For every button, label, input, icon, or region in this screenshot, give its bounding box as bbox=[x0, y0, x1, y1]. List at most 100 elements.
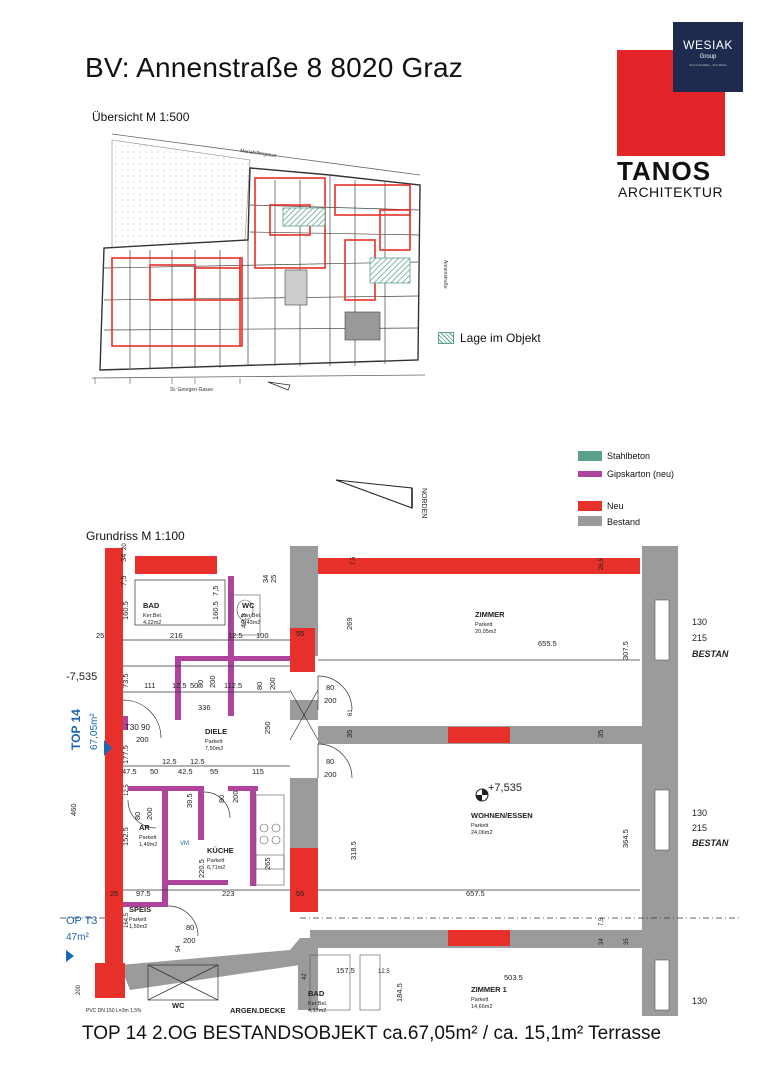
room-area-ar: 1,49m2 bbox=[139, 842, 157, 848]
overview-stairwell bbox=[284, 269, 308, 306]
dim-200-b: 200 bbox=[268, 677, 277, 690]
bestand-wall-bottom-post bbox=[298, 948, 312, 1010]
top14-label: TOP 14 bbox=[69, 709, 83, 750]
neu-wall-left bbox=[105, 548, 123, 963]
floorplan-scale-label: Grundriss M 1:100 bbox=[86, 529, 185, 543]
overview-compass-icon bbox=[267, 381, 291, 391]
dim-80-a: 80 bbox=[196, 680, 205, 688]
top13-area: 47m² bbox=[66, 932, 89, 943]
kitchen-fixtures bbox=[229, 594, 381, 1011]
room-floor-kueche: Parkett bbox=[207, 858, 225, 864]
dim-26-5: 26,5 bbox=[599, 558, 605, 570]
footer-summary: TOP 14 2.OG BESTANDSOBJEKT ca.67,05m² / … bbox=[82, 1023, 662, 1044]
top13-arrow-icon bbox=[66, 950, 74, 962]
bestand-label-2: BESTAN bbox=[692, 838, 729, 848]
overview-courtyard bbox=[111, 139, 251, 251]
dim-111: 111 bbox=[144, 681, 155, 690]
dim-130-b: 130 bbox=[692, 808, 707, 818]
dim-80-e: 80 bbox=[217, 795, 226, 803]
overview-building-outline bbox=[99, 167, 421, 371]
dim-164-5: 164.5 bbox=[124, 912, 130, 928]
dim-34-a: 34 bbox=[119, 554, 128, 562]
neu-wall-bath-top bbox=[135, 556, 217, 574]
room-floor-diele: Parkett bbox=[205, 739, 223, 745]
legend-label-neu: Neu bbox=[607, 501, 624, 511]
room-name-bad: BAD bbox=[143, 601, 160, 610]
bestand-wall-lower-horizontal bbox=[310, 930, 650, 948]
dim-152-5: 152.5 bbox=[121, 827, 130, 846]
wesiak-logo-name: WESIAK bbox=[683, 38, 733, 52]
dim-35-b: 35 bbox=[596, 730, 605, 738]
room-area-zimmer1: 14,66m2 bbox=[471, 1004, 492, 1010]
bestand-wall-right bbox=[642, 546, 678, 1016]
overview-scale-label: Übersicht M 1:500 bbox=[92, 110, 190, 124]
dim-307-5: 307.5 bbox=[621, 641, 630, 660]
dim-160-5-b: 160.5 bbox=[211, 601, 220, 620]
neu-wall-55-bottom bbox=[290, 848, 318, 912]
overview-lage-marker-2 bbox=[369, 257, 411, 284]
dim-80-c: 80 bbox=[326, 683, 334, 692]
room-floor-ar: Parkett bbox=[139, 835, 157, 841]
dim-657-5: 657.5 bbox=[466, 889, 485, 898]
legend-label-stahlbeton: Stahlbeton bbox=[607, 451, 651, 461]
room-name-speis: SPEIS bbox=[129, 905, 151, 914]
dim-97-5: 97.5 bbox=[136, 889, 151, 898]
room-name-bad2: BAD bbox=[308, 989, 325, 998]
dim-7-5-b: 7,5 bbox=[351, 556, 357, 565]
dim-42-5: 42.5 bbox=[239, 613, 248, 628]
dim-12-5-d: 12.5 bbox=[190, 757, 205, 766]
dim-223: 223 bbox=[222, 889, 235, 898]
bestand-walls bbox=[120, 546, 678, 1016]
top14-area: 67,05m² bbox=[89, 713, 100, 750]
tanos-logo-name: TANOS bbox=[617, 156, 712, 186]
dim-34-b: 34 bbox=[261, 575, 270, 583]
right-wall-windows bbox=[654, 599, 670, 1011]
room-floor-speis: Parkett bbox=[129, 917, 147, 923]
legend-label-bestand: Bestand bbox=[607, 517, 641, 527]
door-swings bbox=[122, 675, 353, 937]
dim-364-5: 364.5 bbox=[621, 829, 630, 848]
bestand-wall-inner-mid bbox=[290, 700, 318, 720]
overview-street-right: Annenstraße bbox=[442, 260, 448, 289]
bestand-wall-mid-horizontal bbox=[318, 726, 648, 744]
bestand-wall-kitchen bbox=[290, 778, 318, 848]
dim-20: 20 bbox=[122, 543, 128, 550]
room-floor-zimmer1: Parkett bbox=[471, 997, 489, 1003]
dim-25-a: 25 bbox=[269, 575, 278, 583]
dim-200-d: 200 bbox=[136, 735, 149, 744]
level-center: +7,535 bbox=[488, 782, 522, 794]
room-name-wc2: WC bbox=[172, 1001, 185, 1010]
room-outlines bbox=[60, 579, 740, 1001]
dim-160-5-a: 160.5 bbox=[121, 601, 130, 620]
overview-street-top: Mariahilfergasse bbox=[240, 148, 277, 159]
dim-61: 61 bbox=[348, 709, 354, 716]
dim-265: 265 bbox=[263, 857, 272, 870]
dim-200-e: 200 bbox=[324, 770, 337, 779]
level-marker-icon bbox=[475, 788, 489, 802]
room-area-bad: 4,22m2 bbox=[143, 620, 161, 626]
pvc-label: PVC DN 150 L=3m 1,5% bbox=[86, 1008, 142, 1014]
dim-25-c: 25 bbox=[110, 889, 118, 898]
dim-73-5: 73.5 bbox=[121, 673, 130, 688]
legend-swatch-stahlbeton bbox=[578, 451, 602, 461]
legend-label-gipskarton: Gipskarton (neu) bbox=[607, 469, 675, 479]
dim-250: 250 bbox=[263, 721, 272, 734]
dim-34-c: 34 bbox=[599, 938, 605, 945]
room-area-kueche: 6,71m2 bbox=[207, 865, 225, 871]
overview-new-walls bbox=[111, 177, 411, 347]
dim-220-5: 220.5 bbox=[197, 859, 206, 878]
dim-503-5: 503.5 bbox=[504, 973, 523, 982]
dim-215-a: 215 bbox=[692, 633, 707, 643]
legend-swatch-bestand bbox=[578, 516, 602, 526]
wesiak-logo-group: Group bbox=[699, 54, 717, 60]
dim-200-h: 200 bbox=[183, 936, 196, 945]
dim-39-5: 39.5 bbox=[185, 793, 194, 808]
dim-7-5-d: 7,5 bbox=[599, 917, 605, 926]
dim-55-c: 55 bbox=[296, 889, 304, 898]
dim-100: 100 bbox=[256, 631, 269, 640]
dim-12-5-a: 12.5 bbox=[228, 631, 243, 640]
room-area-speis: 1,59m2 bbox=[129, 924, 147, 930]
legend-swatch-neu bbox=[578, 501, 602, 511]
neu-wall-zimmer-top bbox=[318, 558, 640, 574]
dim-50: 50 bbox=[190, 681, 198, 690]
